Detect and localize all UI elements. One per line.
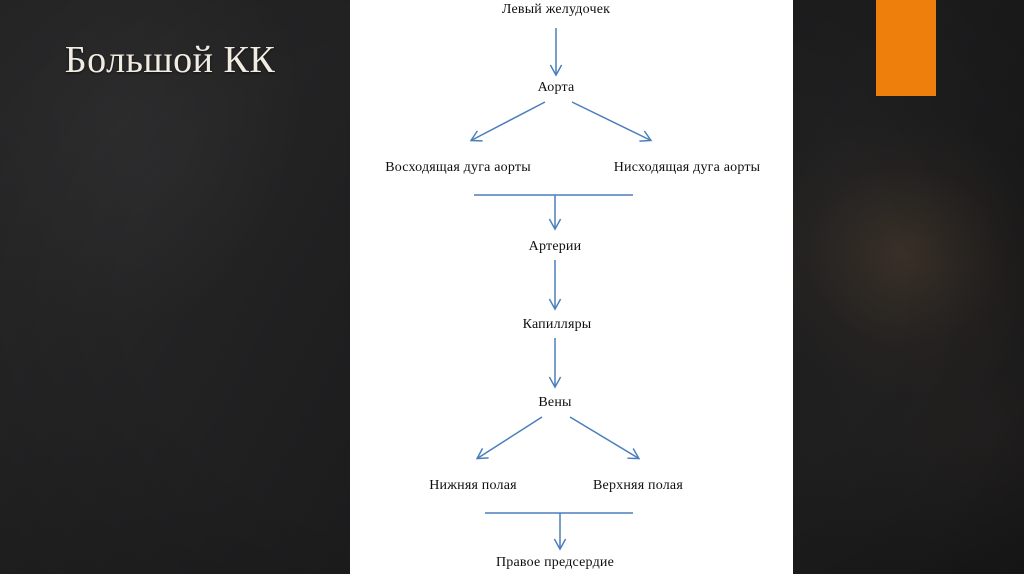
slide-title: Большой КК — [64, 39, 276, 81]
node-right-atrium: Правое предсердие — [495, 555, 615, 570]
edge-veins-to-inferior-vena-cava — [475, 416, 543, 460]
flowchart-connectors — [469, 28, 653, 551]
node-aorta: Аорта — [537, 80, 575, 95]
orange-accent-block — [876, 0, 936, 96]
edge-aorta-to-descending-arch — [571, 101, 653, 142]
edge-aorta-to-ascending-arch — [469, 101, 546, 142]
node-capillaries: Капилляры — [522, 317, 592, 332]
node-left-ventricle: Левый желудочек — [501, 2, 611, 17]
node-ascending-arch: Восходящая дуга аорты — [385, 160, 531, 175]
node-inferior-vena-cava: Нижняя полая — [429, 478, 517, 493]
node-veins: Вены — [538, 395, 572, 410]
edge-veins-to-superior-vena-cava — [569, 416, 641, 460]
node-descending-arch: Нисходящая дуга аорты — [613, 160, 761, 175]
node-superior-vena-cava: Верхняя полая — [593, 478, 683, 493]
node-arteries: Артерии — [528, 239, 582, 254]
diagram-panel: Левый желудочек Аорта Восходящая дуга ао… — [350, 0, 793, 574]
